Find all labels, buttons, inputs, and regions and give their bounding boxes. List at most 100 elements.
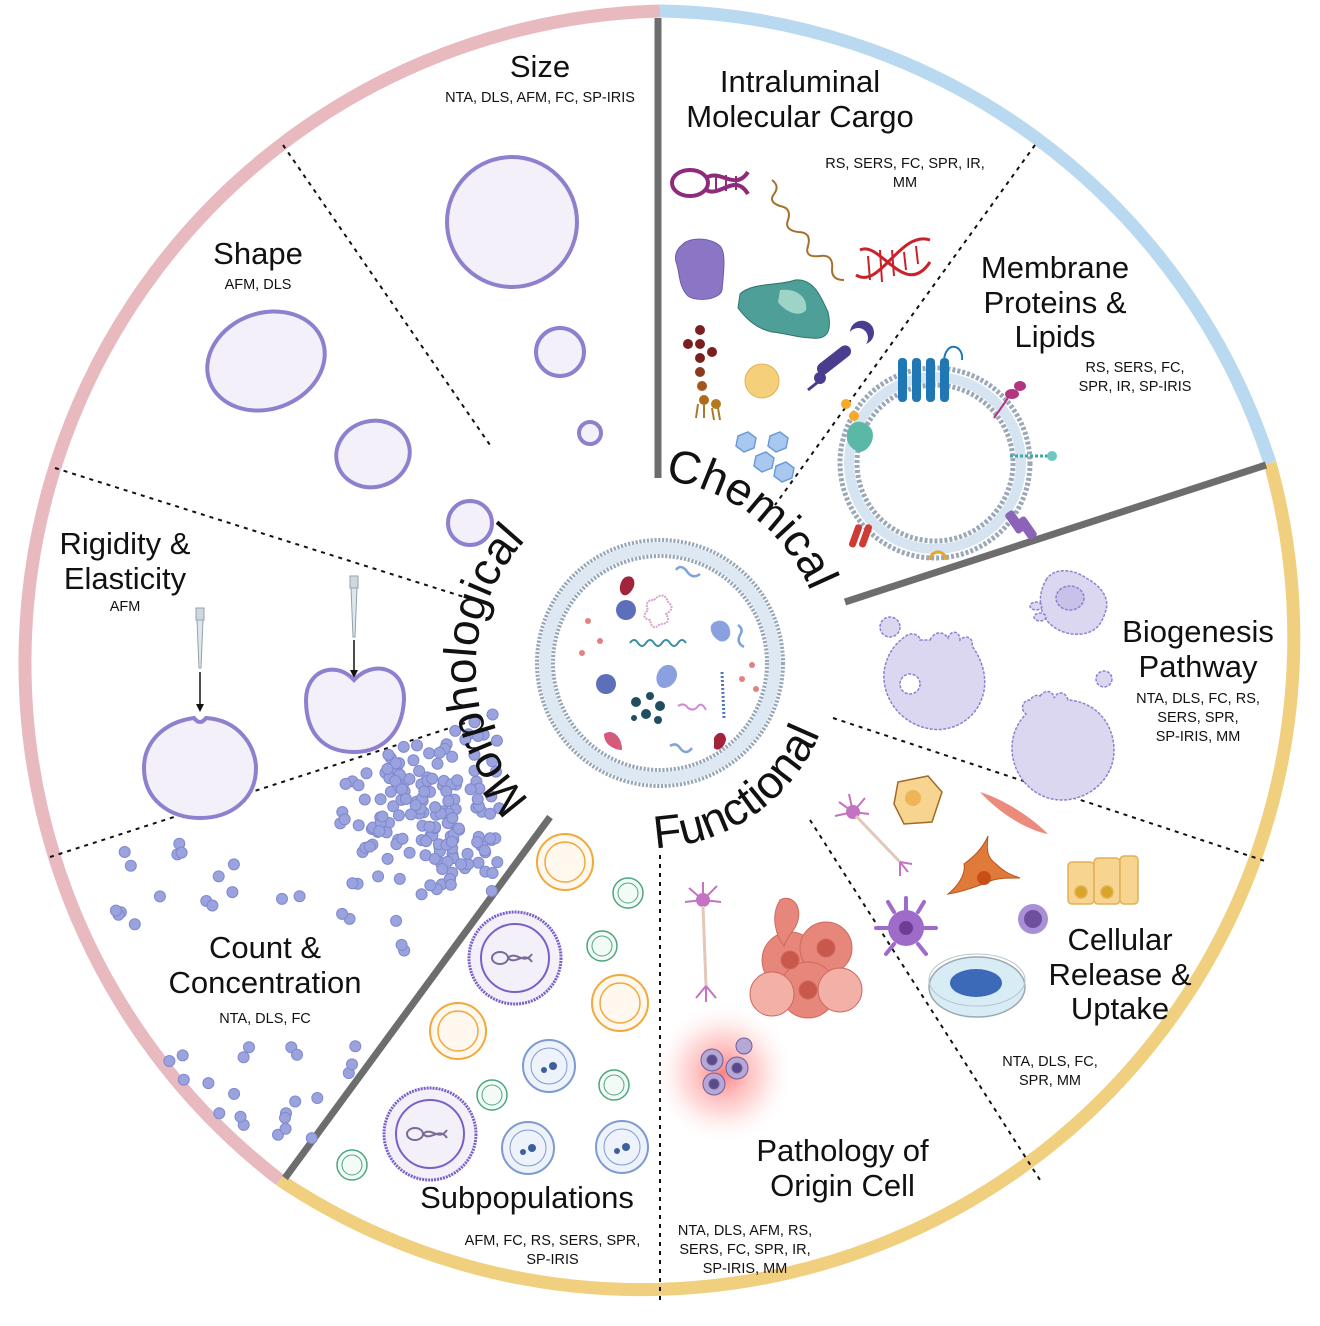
segment-methods: AFM: [109, 599, 141, 616]
protein-red-icon: [714, 732, 726, 750]
particle-dot: [349, 1040, 362, 1053]
membrane-vesicle-illustration: [837, 345, 1057, 561]
afm-tip-icon: [195, 607, 205, 669]
segment-methods: AFM, DLS: [224, 276, 292, 293]
segment-methods-line: NTA, DLS, FC,: [1002, 1054, 1098, 1070]
divider-func-morph: [282, 814, 553, 1181]
segment-methods-line: AFM, FC, RS, SERS, SPR,: [464, 1233, 641, 1249]
particle-dot: [382, 748, 395, 761]
particle-dot: [431, 757, 444, 770]
particle-dot: [109, 904, 122, 917]
segment-cargo-methods: RS, SERS, FC, SPR, IR, MM: [805, 155, 1005, 193]
particle-dot: [433, 746, 446, 759]
budding-cell-mvb-icon: [883, 631, 986, 731]
particle-pink-icon: [749, 662, 755, 668]
particle-dot: [428, 852, 441, 865]
indented-vesicle-icon: [141, 715, 259, 821]
protein-blue-icon: [616, 600, 636, 620]
divider-size-shape: [282, 144, 491, 446]
pathology-illustration: [651, 882, 863, 1145]
particle-pink-icon: [739, 676, 745, 682]
particle-dot: [381, 852, 394, 865]
particle-dot: [124, 859, 137, 872]
neuron-icon: [834, 793, 913, 876]
outer-ring: [18, 4, 1301, 1297]
immune-cells-icon: [700, 1037, 753, 1096]
protein-cluster-icon: [631, 692, 665, 724]
segment-title-line: Lipids: [1014, 319, 1096, 355]
carbohydrate-hexagon-icon: [735, 431, 795, 483]
segment-methods-line: SPR, IR, SP-IRIS: [1078, 378, 1192, 395]
particle-dot: [449, 724, 462, 737]
particle-dot: [426, 772, 439, 785]
particle-dot: [206, 899, 219, 912]
inflammation-glow: [651, 1001, 795, 1145]
particle-dot: [442, 795, 455, 808]
particle-dot: [486, 867, 499, 879]
particle-dot: [403, 846, 416, 859]
segment-title-line: Uptake: [1070, 991, 1170, 1027]
protein-purple-icon: [675, 238, 725, 300]
smooth-muscle-cell-icon: [980, 792, 1048, 834]
particle-dot: [490, 734, 503, 747]
particle-dot: [395, 783, 408, 796]
particle-dot: [234, 1110, 247, 1123]
particle-dot: [413, 765, 426, 777]
dna-vesicle-large-icon: [467, 910, 563, 1006]
released-vesicle-icon: [879, 616, 901, 638]
particle-dot: [478, 844, 491, 857]
ring-arc-chemical: [659, 4, 1277, 465]
particle-dot: [452, 822, 465, 835]
particle-dot: [440, 785, 453, 798]
segment-methods-line: SERS, SPR,: [1157, 710, 1239, 727]
particle-dot: [411, 739, 423, 752]
shape-vesicles: [205, 309, 494, 547]
particle-dot: [418, 785, 431, 798]
segment-methods-line: NTA, DLS, AFM, RS,: [677, 1223, 813, 1239]
particle-dot: [468, 764, 481, 777]
particle-dot: [471, 793, 484, 806]
molecular-cargo-icons: [670, 168, 932, 483]
particle-dot: [363, 840, 376, 853]
protein-complex-teal-icon: [737, 279, 830, 339]
particle-pink-icon: [753, 686, 759, 692]
segment-title-line: Cellular: [1067, 922, 1173, 957]
particle-dot: [163, 1055, 176, 1067]
lipid-bilayer-inner: [854, 382, 1016, 544]
released-vesicle-icon: [1095, 670, 1113, 688]
lipid-raft-icon: [841, 399, 859, 421]
particle-pink-icon: [597, 638, 603, 644]
segment-methods-line: RS, SERS, FC,: [1085, 360, 1185, 376]
segment-methods: NTA, DLS, FC: [219, 1011, 311, 1028]
particle-dot: [336, 907, 349, 920]
subpopulation-vesicles: [336, 833, 649, 1182]
segment-size: Size NTA, DLS, AFM, FC, SP-IRIS: [400, 49, 680, 108]
segment-title: Subpopulations: [420, 1180, 634, 1215]
particle-dot: [177, 1073, 190, 1086]
segment-pathology-methods: NTA, DLS, AFM, RS, SERS, FC, SPR, IR, SP…: [660, 1222, 830, 1279]
particle-pink-icon: [579, 650, 585, 656]
particle-dot: [352, 779, 365, 792]
particle-dot: [293, 890, 306, 903]
particle-dot: [464, 783, 477, 796]
segment-cellular: Cellular Release & Uptake: [1030, 922, 1210, 1027]
particle-dot: [446, 750, 459, 763]
vesicle-medium-icon: [534, 326, 586, 378]
particle-dot: [471, 836, 484, 849]
size-vesicles: [445, 155, 603, 446]
peripheral-protein-icon: [846, 421, 873, 452]
particle-dot: [409, 799, 422, 812]
particle-dot: [202, 1077, 215, 1090]
integrin-icon: [1005, 510, 1037, 540]
rna-strand-icon: [674, 565, 701, 578]
segment-title-line: Molecular Cargo: [686, 98, 914, 134]
particle-dot: [226, 886, 239, 899]
segment-title: Size: [509, 49, 571, 84]
anchored-protein-icon: [1010, 451, 1057, 461]
segment-methods: NTA, DLS, AFM, FC, SP-IRIS: [445, 89, 635, 106]
mrna-teal-icon: [629, 639, 687, 647]
particle-dot: [128, 918, 141, 931]
particle-dots: [109, 708, 506, 1145]
segment-title-line: Intraluminal: [719, 64, 881, 99]
segment-shape: Shape AFM, DLS: [178, 236, 338, 295]
